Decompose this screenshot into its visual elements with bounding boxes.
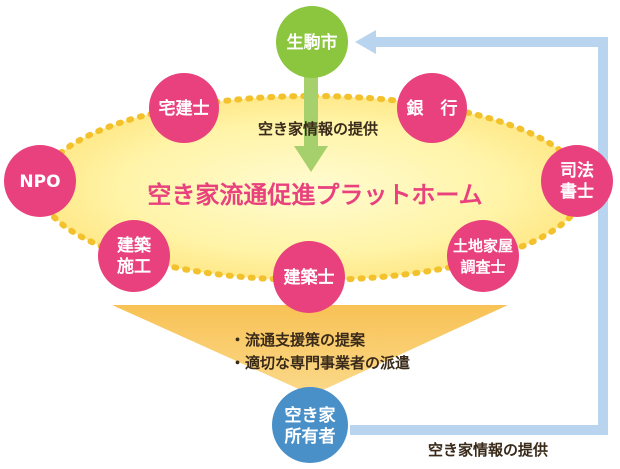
node-owner[interactable]: 空き家 所有者 bbox=[272, 387, 348, 463]
node-city[interactable]: 生駒市 bbox=[276, 6, 348, 78]
service-item-dispatch: ・適切な専門事業者の派遣 bbox=[230, 354, 410, 372]
node-architect[interactable]: 建築士 bbox=[273, 241, 345, 313]
node-builder[interactable]: 宅建士 bbox=[149, 73, 219, 143]
node-owner-label-2: 所有者 bbox=[285, 426, 336, 447]
node-construction-label-2: 施工 bbox=[117, 256, 151, 277]
node-surveyor-label-2: 調査士 bbox=[460, 258, 505, 276]
node-bank-label: 銀 行 bbox=[407, 98, 458, 119]
node-npo[interactable]: NPO bbox=[4, 145, 76, 217]
node-scrivener-label-1: 司法 bbox=[560, 160, 594, 181]
node-construction[interactable]: 建築 施工 bbox=[98, 220, 170, 292]
node-npo-label: NPO bbox=[19, 172, 60, 192]
node-scrivener[interactable]: 司法 書士 bbox=[541, 145, 613, 217]
node-surveyor[interactable]: 土地家屋 調査士 bbox=[447, 220, 519, 292]
feedback-label: 空き家情報の提供 bbox=[428, 441, 548, 459]
info-down-arrow bbox=[294, 62, 328, 172]
node-city-label: 生駒市 bbox=[287, 32, 338, 53]
platform-title: 空き家流通促進プラットホーム bbox=[147, 181, 482, 209]
node-bank[interactable]: 銀 行 bbox=[397, 73, 467, 143]
node-scrivener-label-2: 書士 bbox=[560, 181, 594, 202]
node-surveyor-label-1: 土地家屋 bbox=[453, 237, 513, 255]
service-funnel bbox=[112, 305, 508, 395]
feedback-arrow bbox=[350, 30, 608, 435]
info-label: 空き家情報の提供 bbox=[258, 120, 378, 138]
feedback-arrowhead bbox=[355, 30, 376, 54]
node-architect-label: 建築士 bbox=[284, 267, 335, 288]
node-builder-label: 宅建士 bbox=[159, 98, 210, 119]
node-construction-label-1: 建築 bbox=[117, 235, 152, 256]
service-item-proposal: ・流通支援策の提案 bbox=[230, 331, 366, 349]
node-owner-label-1: 空き家 bbox=[285, 405, 336, 426]
